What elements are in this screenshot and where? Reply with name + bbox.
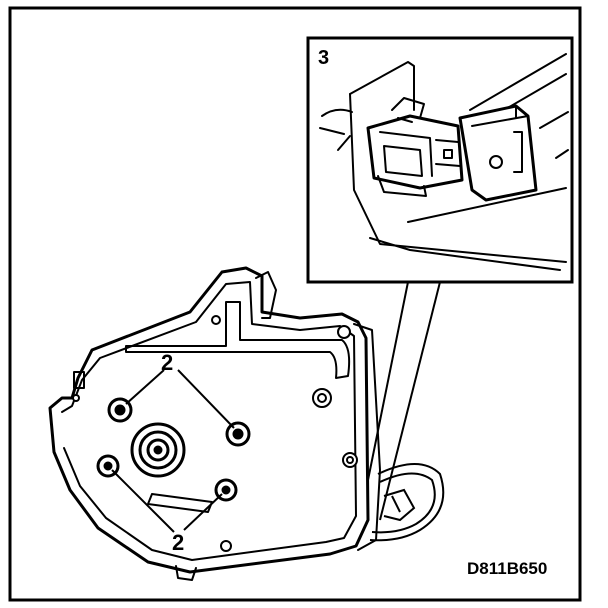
drive-hub xyxy=(130,422,186,478)
fastener-screws xyxy=(96,397,251,502)
detail-inset: 3 xyxy=(306,36,574,284)
housing-side-wall xyxy=(353,323,381,551)
housing-part xyxy=(48,266,381,581)
bottom-slot xyxy=(147,493,213,513)
screw-top-right xyxy=(225,421,251,447)
screw-top-left xyxy=(107,397,133,423)
detail-connector-assembly xyxy=(319,53,569,271)
callout-leaders xyxy=(111,369,235,533)
housing-outline xyxy=(48,266,370,574)
figure-frame xyxy=(8,6,582,602)
guide-channel xyxy=(125,301,351,379)
detail-number: 3 xyxy=(318,47,329,69)
rivets xyxy=(72,315,358,552)
detail-leader-lines xyxy=(367,281,441,521)
housing-inner-rim xyxy=(61,281,357,561)
callout-label-top: 2 xyxy=(161,350,173,375)
mounting-tab xyxy=(255,271,277,319)
screw-bottom-right xyxy=(214,478,238,502)
left-latch xyxy=(73,371,85,389)
cable-harness xyxy=(369,463,445,542)
housing-lower-lip xyxy=(175,565,197,581)
figure-code: D811B650 xyxy=(467,559,547,578)
callout-label-bottom: 2 xyxy=(172,530,184,555)
